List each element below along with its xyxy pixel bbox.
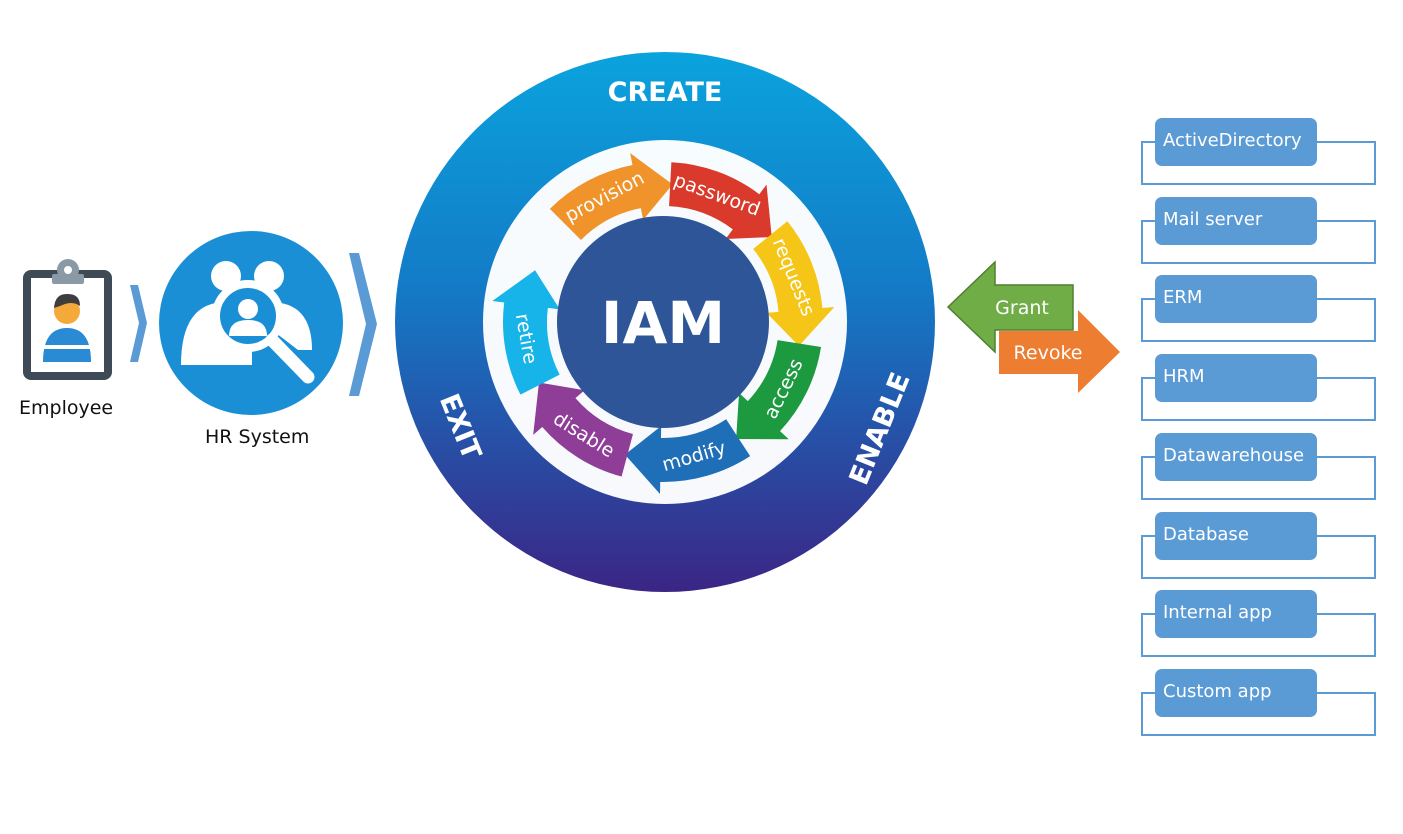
system-box-mail-server: Mail server [1155,196,1317,245]
system-box-activedirectory: ActiveDirectory [1155,118,1317,166]
hr-system-icon [159,231,343,415]
step-arrow-retire [492,270,560,395]
phase-create-label: CREATE [608,77,723,108]
step-arrow-modify [624,419,751,494]
step-arrow-provision [549,153,673,240]
system-box-internal-app: Internal app [1155,590,1317,639]
step-arrow-disable [533,382,633,477]
system-box-custom-app: Custom app [1155,668,1317,717]
system-box-hrm: HRM [1155,354,1317,403]
flow-chevron-1 [130,285,147,362]
grant-arrow: Grant [946,260,1074,354]
flow-chevron-2 [349,253,377,396]
system-box-erm: ERM [1155,275,1317,324]
employee-badge-icon [23,259,112,380]
system-box-datawarehouse: Datawarehouse [1155,432,1317,481]
grant-label: Grant [995,297,1049,319]
system-box-database: Database [1155,511,1317,560]
revoke-arrow: Revoke [999,310,1120,393]
iam-center-label: IAM [601,289,725,357]
step-arrow-requests [753,221,835,346]
revoke-label: Revoke [1014,342,1083,364]
iam-center [557,216,769,428]
employee-label: Employee [19,397,114,419]
step-arrow-password [669,162,772,239]
hr-system-label: HR System [205,426,310,448]
step-arrow-access [736,340,822,440]
